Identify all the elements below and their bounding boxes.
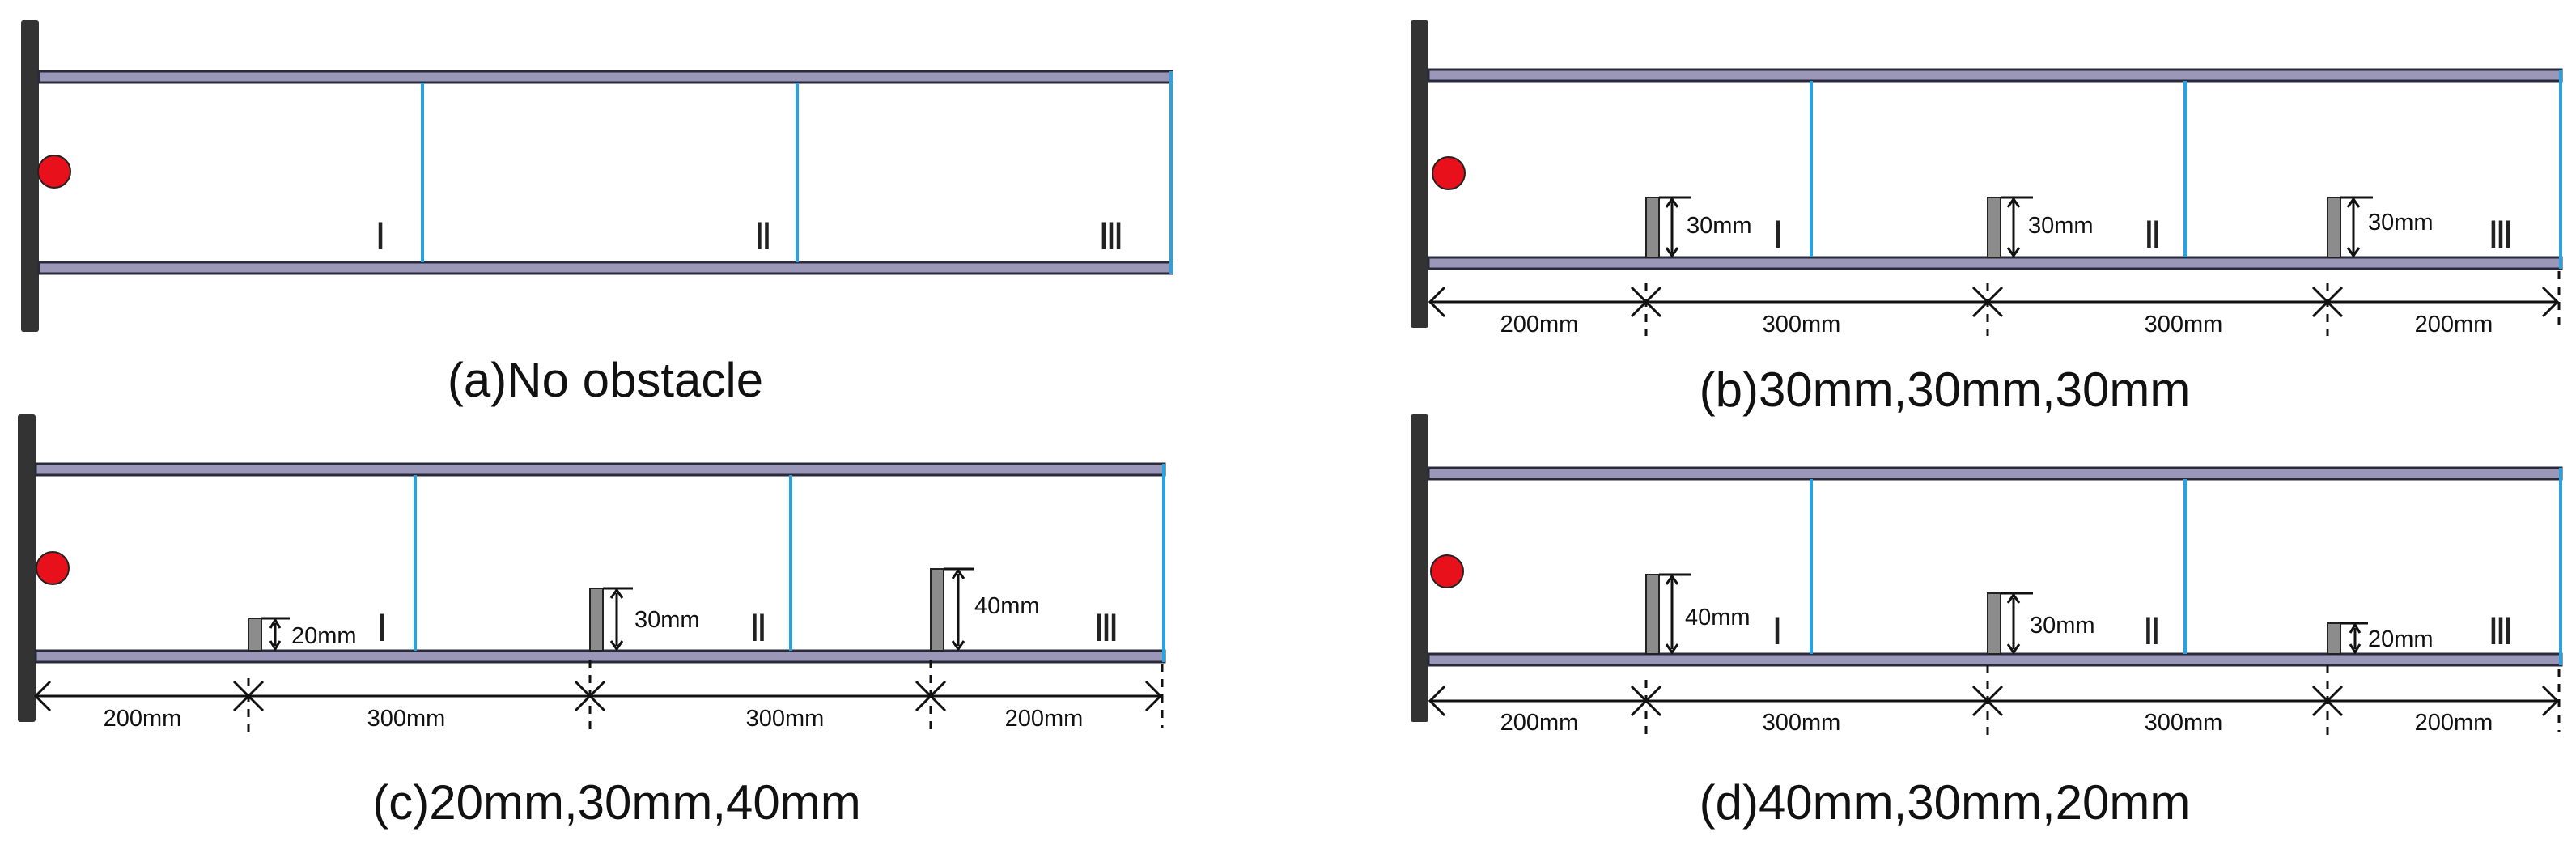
span-label-2: 300mm <box>367 706 446 732</box>
height-arrow-2 <box>603 587 633 652</box>
dimension-line <box>33 660 1164 732</box>
channel-bottom-wall <box>37 261 1173 275</box>
height-arrow-3 <box>2340 622 2368 655</box>
panel-caption: (d)40mm,30mm,20mm <box>1700 775 2191 830</box>
panel-caption: (b)30mm,30mm,30mm <box>1700 363 2191 417</box>
obstacle-1 <box>1645 574 1660 655</box>
span-label-1: 200mm <box>1500 710 1579 736</box>
obstacle-height-label-3: 40mm <box>974 593 1040 619</box>
section-label-2: Ⅱ <box>754 216 773 257</box>
obstacle-height-label-1: 30mm <box>1687 213 1752 239</box>
section-label-1: Ⅰ <box>1772 214 1784 256</box>
channel-top-wall <box>37 70 1173 84</box>
span-label-1: 200mm <box>104 706 182 732</box>
height-arrow-3 <box>2340 196 2373 258</box>
obstacle-3 <box>930 568 944 652</box>
end-plate <box>1411 20 1428 328</box>
obstacle-1 <box>248 618 262 652</box>
obstacle-height-label-2: 30mm <box>2028 213 2094 239</box>
channel-top-wall <box>1427 466 2563 481</box>
obstacle-height-label-3: 20mm <box>2368 626 2434 652</box>
dimension-line <box>1428 665 2561 737</box>
span-label-1: 200mm <box>1500 312 1579 337</box>
span-label-2: 300mm <box>1763 312 1841 337</box>
height-arrow-1 <box>1659 573 1691 655</box>
obstacle-1 <box>1645 197 1660 258</box>
span-label-3: 300mm <box>746 706 825 732</box>
dimension-line <box>1428 271 2561 336</box>
ignition-point <box>1430 554 1464 588</box>
end-plate <box>18 414 36 722</box>
channel-top-wall <box>1427 68 2563 83</box>
obstacle-height-label-3: 30mm <box>2368 210 2434 236</box>
end-plate <box>1411 414 1428 722</box>
obstacle-height-label-2: 30mm <box>634 607 700 633</box>
section-label-2: Ⅱ <box>2144 214 2162 256</box>
obstacle-height-label-1: 20mm <box>291 623 357 649</box>
obstacle-2 <box>1987 592 2001 655</box>
end-plate <box>21 20 39 332</box>
section-label-2: Ⅱ <box>2143 611 2162 652</box>
height-arrow-2 <box>2001 196 2033 258</box>
section-label-2: Ⅱ <box>749 608 768 649</box>
obstacle-3 <box>2327 622 2341 655</box>
span-label-4: 200mm <box>1005 706 1084 732</box>
span-label-4: 200mm <box>2415 710 2493 736</box>
height-arrow-1 <box>1659 196 1691 258</box>
obstacle-height-label-2: 30mm <box>2030 613 2095 639</box>
channel-bottom-wall <box>1427 652 2563 667</box>
section-label-3: Ⅲ <box>2488 611 2514 652</box>
section-label-1: Ⅰ <box>1772 611 1783 652</box>
obstacle-2 <box>589 588 604 652</box>
section-label-3: Ⅲ <box>2488 214 2514 256</box>
span-label-3: 300mm <box>2145 710 2223 736</box>
panel-caption: (c)20mm,30mm,40mm <box>372 775 860 830</box>
span-label-2: 300mm <box>1763 710 1841 736</box>
panel-caption: (a)No obstacle <box>448 353 763 407</box>
panel-b: Ⅰ Ⅱ Ⅲ 30mm 30mm 30mm <box>1411 20 2563 417</box>
obstacle-2 <box>1987 197 2001 258</box>
panel-d: Ⅰ Ⅱ Ⅲ 40mm 30mm 20mm <box>1411 414 2563 830</box>
obstacle-3 <box>2327 197 2341 258</box>
ignition-point <box>36 551 70 585</box>
channel-bottom-wall <box>1427 256 2563 270</box>
span-label-3: 300mm <box>2145 312 2223 337</box>
ignition-point <box>1432 156 1466 190</box>
section-label-1: Ⅰ <box>376 608 388 649</box>
panel-c: Ⅰ Ⅱ Ⅲ 20mm 30mm 40mm <box>18 414 1166 830</box>
height-arrow-2 <box>2001 592 2033 655</box>
panel-a: Ⅰ Ⅱ Ⅲ (a)No obstacle <box>21 20 1173 407</box>
channel-bottom-wall <box>34 649 1166 664</box>
section-label-3: Ⅲ <box>1098 216 1124 257</box>
height-arrow-1 <box>261 617 290 652</box>
height-arrow-3 <box>944 567 974 652</box>
channel-top-wall <box>34 462 1166 477</box>
section-label-3: Ⅲ <box>1093 608 1119 649</box>
section-label-1: Ⅰ <box>375 216 386 257</box>
ignition-point <box>37 155 71 189</box>
span-label-4: 200mm <box>2415 312 2493 337</box>
obstacle-height-label-1: 40mm <box>1685 605 1751 630</box>
